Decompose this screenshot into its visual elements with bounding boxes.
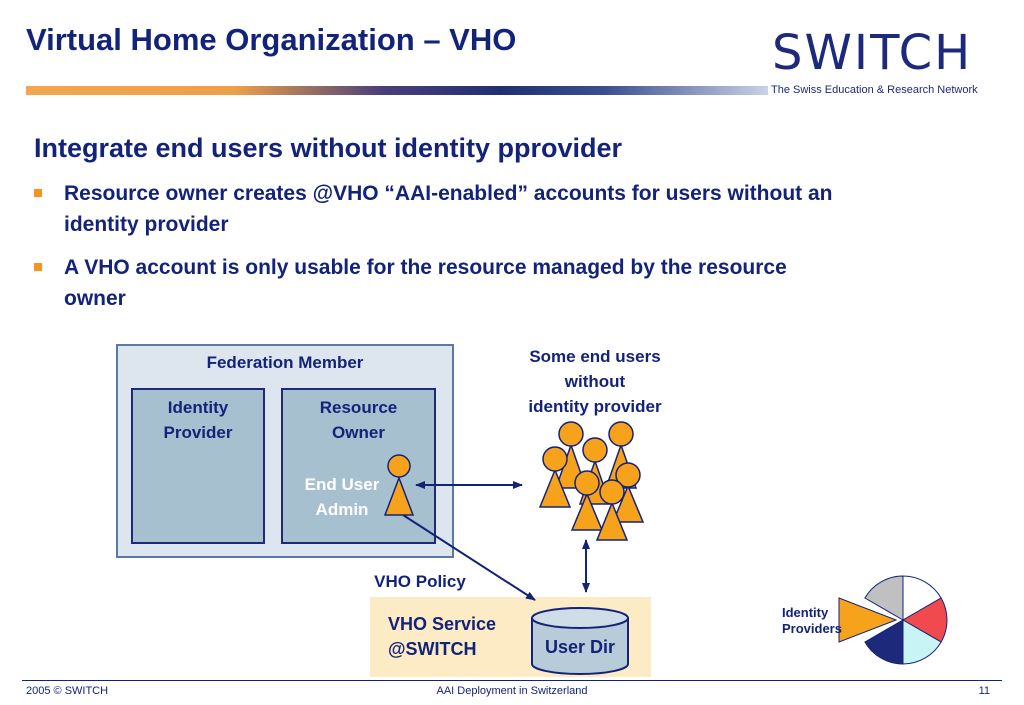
identity-providers-label-line1: Identity xyxy=(782,605,829,620)
user-dir-label: User Dir xyxy=(545,637,615,657)
bullet-square-icon xyxy=(34,189,42,197)
federation-member-label: Federation Member xyxy=(206,353,364,372)
end-users-group-icon xyxy=(538,421,645,541)
page-number: 11 xyxy=(978,685,990,697)
bullet-text: Resource owner creates @VHO “AAI-enabled… xyxy=(64,182,833,236)
identity-provider-label: Identity Provider xyxy=(163,398,233,442)
vho-policy-arrow xyxy=(402,514,536,601)
admin-person-icon xyxy=(383,454,415,516)
user-dir-cylinder-icon xyxy=(531,607,629,675)
slide-subtitle: Integrate end users without identity ppr… xyxy=(34,133,623,163)
end-user-admin-label: End User Admin xyxy=(304,475,380,519)
footer-copyright: 2005 © SWITCH xyxy=(26,685,109,697)
resource-owner-label: Resource Owner xyxy=(319,398,398,442)
slide-title: Virtual Home Organization – VHO xyxy=(26,22,517,57)
logo-subtitle: The Swiss Education & Research Network xyxy=(771,84,978,96)
vho-policy-label: VHO Policy xyxy=(374,572,466,591)
identity-providers-label-line2: Providers xyxy=(782,621,842,636)
footer-divider xyxy=(22,680,1002,681)
bullet-text: A VHO account is only usable for the res… xyxy=(64,256,787,310)
switch-logo: SWITCH xyxy=(772,25,973,81)
footer-center-text: AAI Deployment in Switzerland xyxy=(436,685,588,697)
identity-providers-pie-icon xyxy=(838,575,948,665)
identity-provider-box xyxy=(131,388,265,544)
bullet-square-icon xyxy=(34,263,42,271)
header-gradient-bar xyxy=(26,86,768,95)
vho-service-label: VHO Service @SWITCH xyxy=(388,614,497,659)
end-users-label: Some end users without identity provider xyxy=(528,347,662,416)
